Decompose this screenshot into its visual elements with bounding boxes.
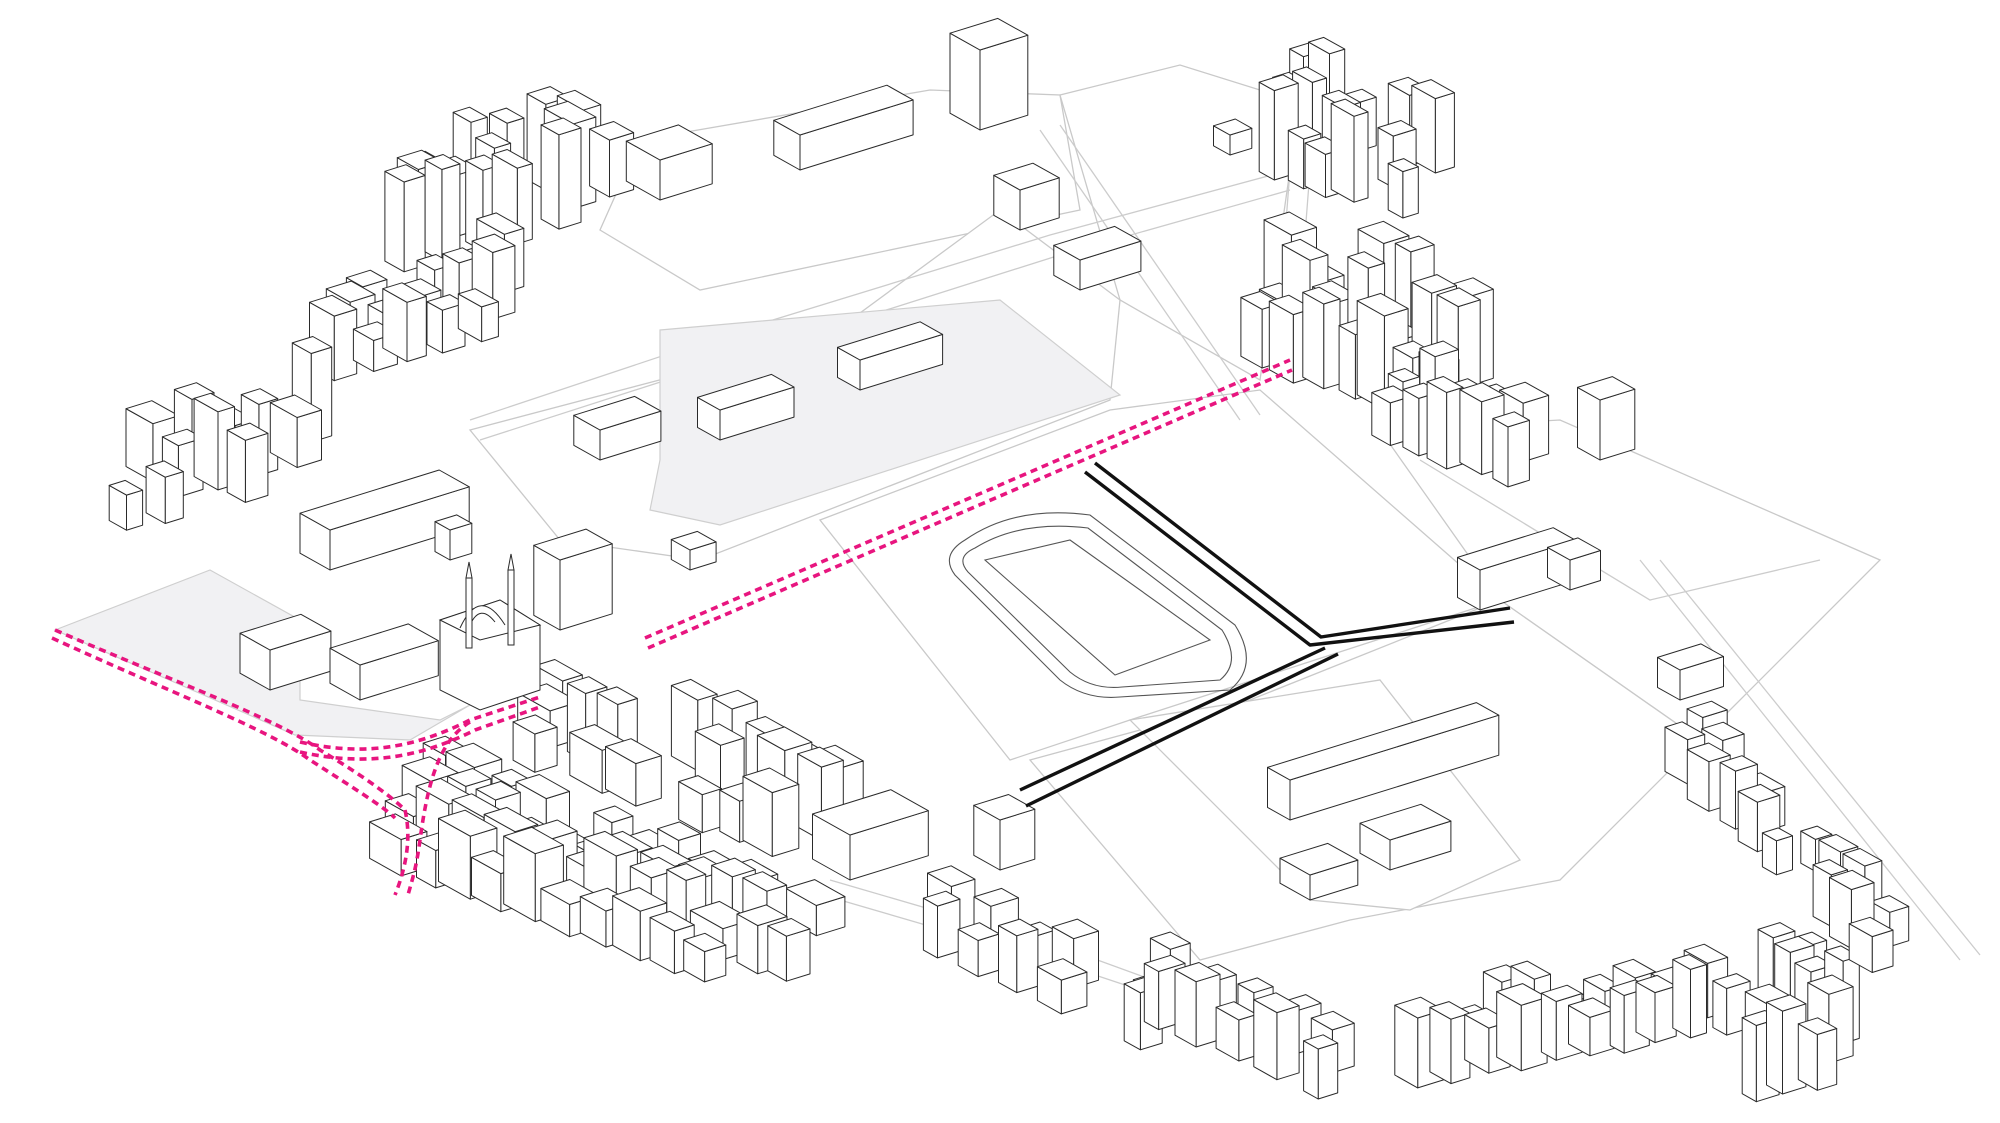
building-block	[145, 460, 184, 524]
stadium	[948, 512, 1247, 698]
building-block	[998, 918, 1039, 994]
building-block	[226, 422, 269, 503]
building-block	[540, 117, 582, 230]
building-block	[1411, 79, 1455, 174]
stadium-inner-track	[962, 525, 1233, 688]
stadium-pitch	[983, 539, 1212, 676]
pink-route-south-b	[406, 720, 471, 896]
pink-route-west-a	[54, 628, 407, 812]
building-block	[239, 613, 332, 691]
building-block	[1036, 958, 1088, 1015]
building-block	[457, 288, 499, 343]
building-block	[1635, 974, 1677, 1044]
building-block	[108, 479, 144, 531]
building-block	[434, 514, 473, 561]
pink-route-west-b	[51, 636, 397, 820]
far-east-street-2	[1659, 559, 1981, 956]
building-block	[949, 17, 1029, 131]
building-block	[1761, 827, 1793, 876]
building-block	[299, 469, 470, 571]
building-block	[1426, 376, 1464, 470]
north-plot	[599, 89, 1081, 291]
building-block	[1359, 803, 1452, 871]
building-block	[1496, 983, 1548, 1072]
black-axis-line-d	[1025, 652, 1339, 808]
building-block	[742, 767, 800, 857]
building-block	[957, 922, 1000, 978]
building-block	[973, 794, 1036, 871]
building-block	[424, 154, 461, 262]
north-street	[469, 169, 1291, 421]
stadium-outer-track	[948, 512, 1247, 698]
pink-route-curve-b	[299, 705, 541, 761]
building-block	[1253, 992, 1300, 1081]
building-block	[329, 623, 439, 701]
pink-route	[51, 358, 1293, 896]
building-block	[1568, 997, 1615, 1057]
black-axis-line-c	[1019, 646, 1326, 792]
building-block	[812, 789, 929, 881]
diagonal-street	[1039, 129, 1241, 421]
black-axis	[1019, 461, 1515, 808]
black-axis-line-a	[1093, 461, 1511, 639]
building-block	[1174, 962, 1221, 1048]
building-block	[670, 530, 717, 571]
building-block	[382, 282, 427, 363]
pink-route-south-a	[393, 809, 410, 896]
building-block	[1657, 643, 1724, 701]
building-block	[922, 890, 961, 959]
building-block	[678, 775, 722, 834]
building-block	[1279, 842, 1359, 901]
building-block	[1330, 98, 1369, 203]
building-block	[1429, 1001, 1471, 1085]
central-plaza	[649, 299, 1122, 526]
buildings	[108, 17, 1910, 1103]
building-block	[1492, 411, 1530, 488]
building-block	[512, 714, 558, 773]
building-block	[1053, 225, 1142, 291]
building-block	[773, 84, 914, 171]
building-block	[767, 918, 811, 982]
black-axis-line-b	[1083, 470, 1515, 647]
building-block	[625, 124, 713, 201]
mosque	[438, 553, 542, 711]
building-block	[1213, 118, 1253, 156]
building-block	[697, 373, 795, 441]
far-east-street	[1639, 559, 1961, 961]
building-block	[993, 162, 1060, 231]
building-block	[683, 932, 727, 983]
southeast-street	[1419, 459, 1821, 601]
building-block	[1387, 158, 1419, 219]
building-block	[837, 321, 944, 391]
building-block	[573, 395, 662, 461]
building-block	[1302, 286, 1341, 390]
building-block	[1303, 1034, 1339, 1100]
pink-route-north-a	[644, 358, 1291, 640]
building-block	[384, 164, 426, 273]
building-block	[1848, 916, 1894, 973]
building-block	[1672, 954, 1707, 1039]
pink-route-curve-a	[299, 695, 541, 751]
diagonal-street-2	[1059, 124, 1261, 416]
building-block	[1797, 1017, 1838, 1091]
building-block	[605, 738, 662, 807]
building-block	[1267, 702, 1500, 821]
building-block	[1577, 376, 1636, 461]
pink-route-north-b	[647, 368, 1293, 650]
building-block	[269, 394, 322, 468]
building-block	[533, 528, 613, 631]
building-block	[1547, 537, 1601, 591]
building-block	[1215, 1001, 1258, 1062]
north-street-2	[479, 189, 1291, 441]
